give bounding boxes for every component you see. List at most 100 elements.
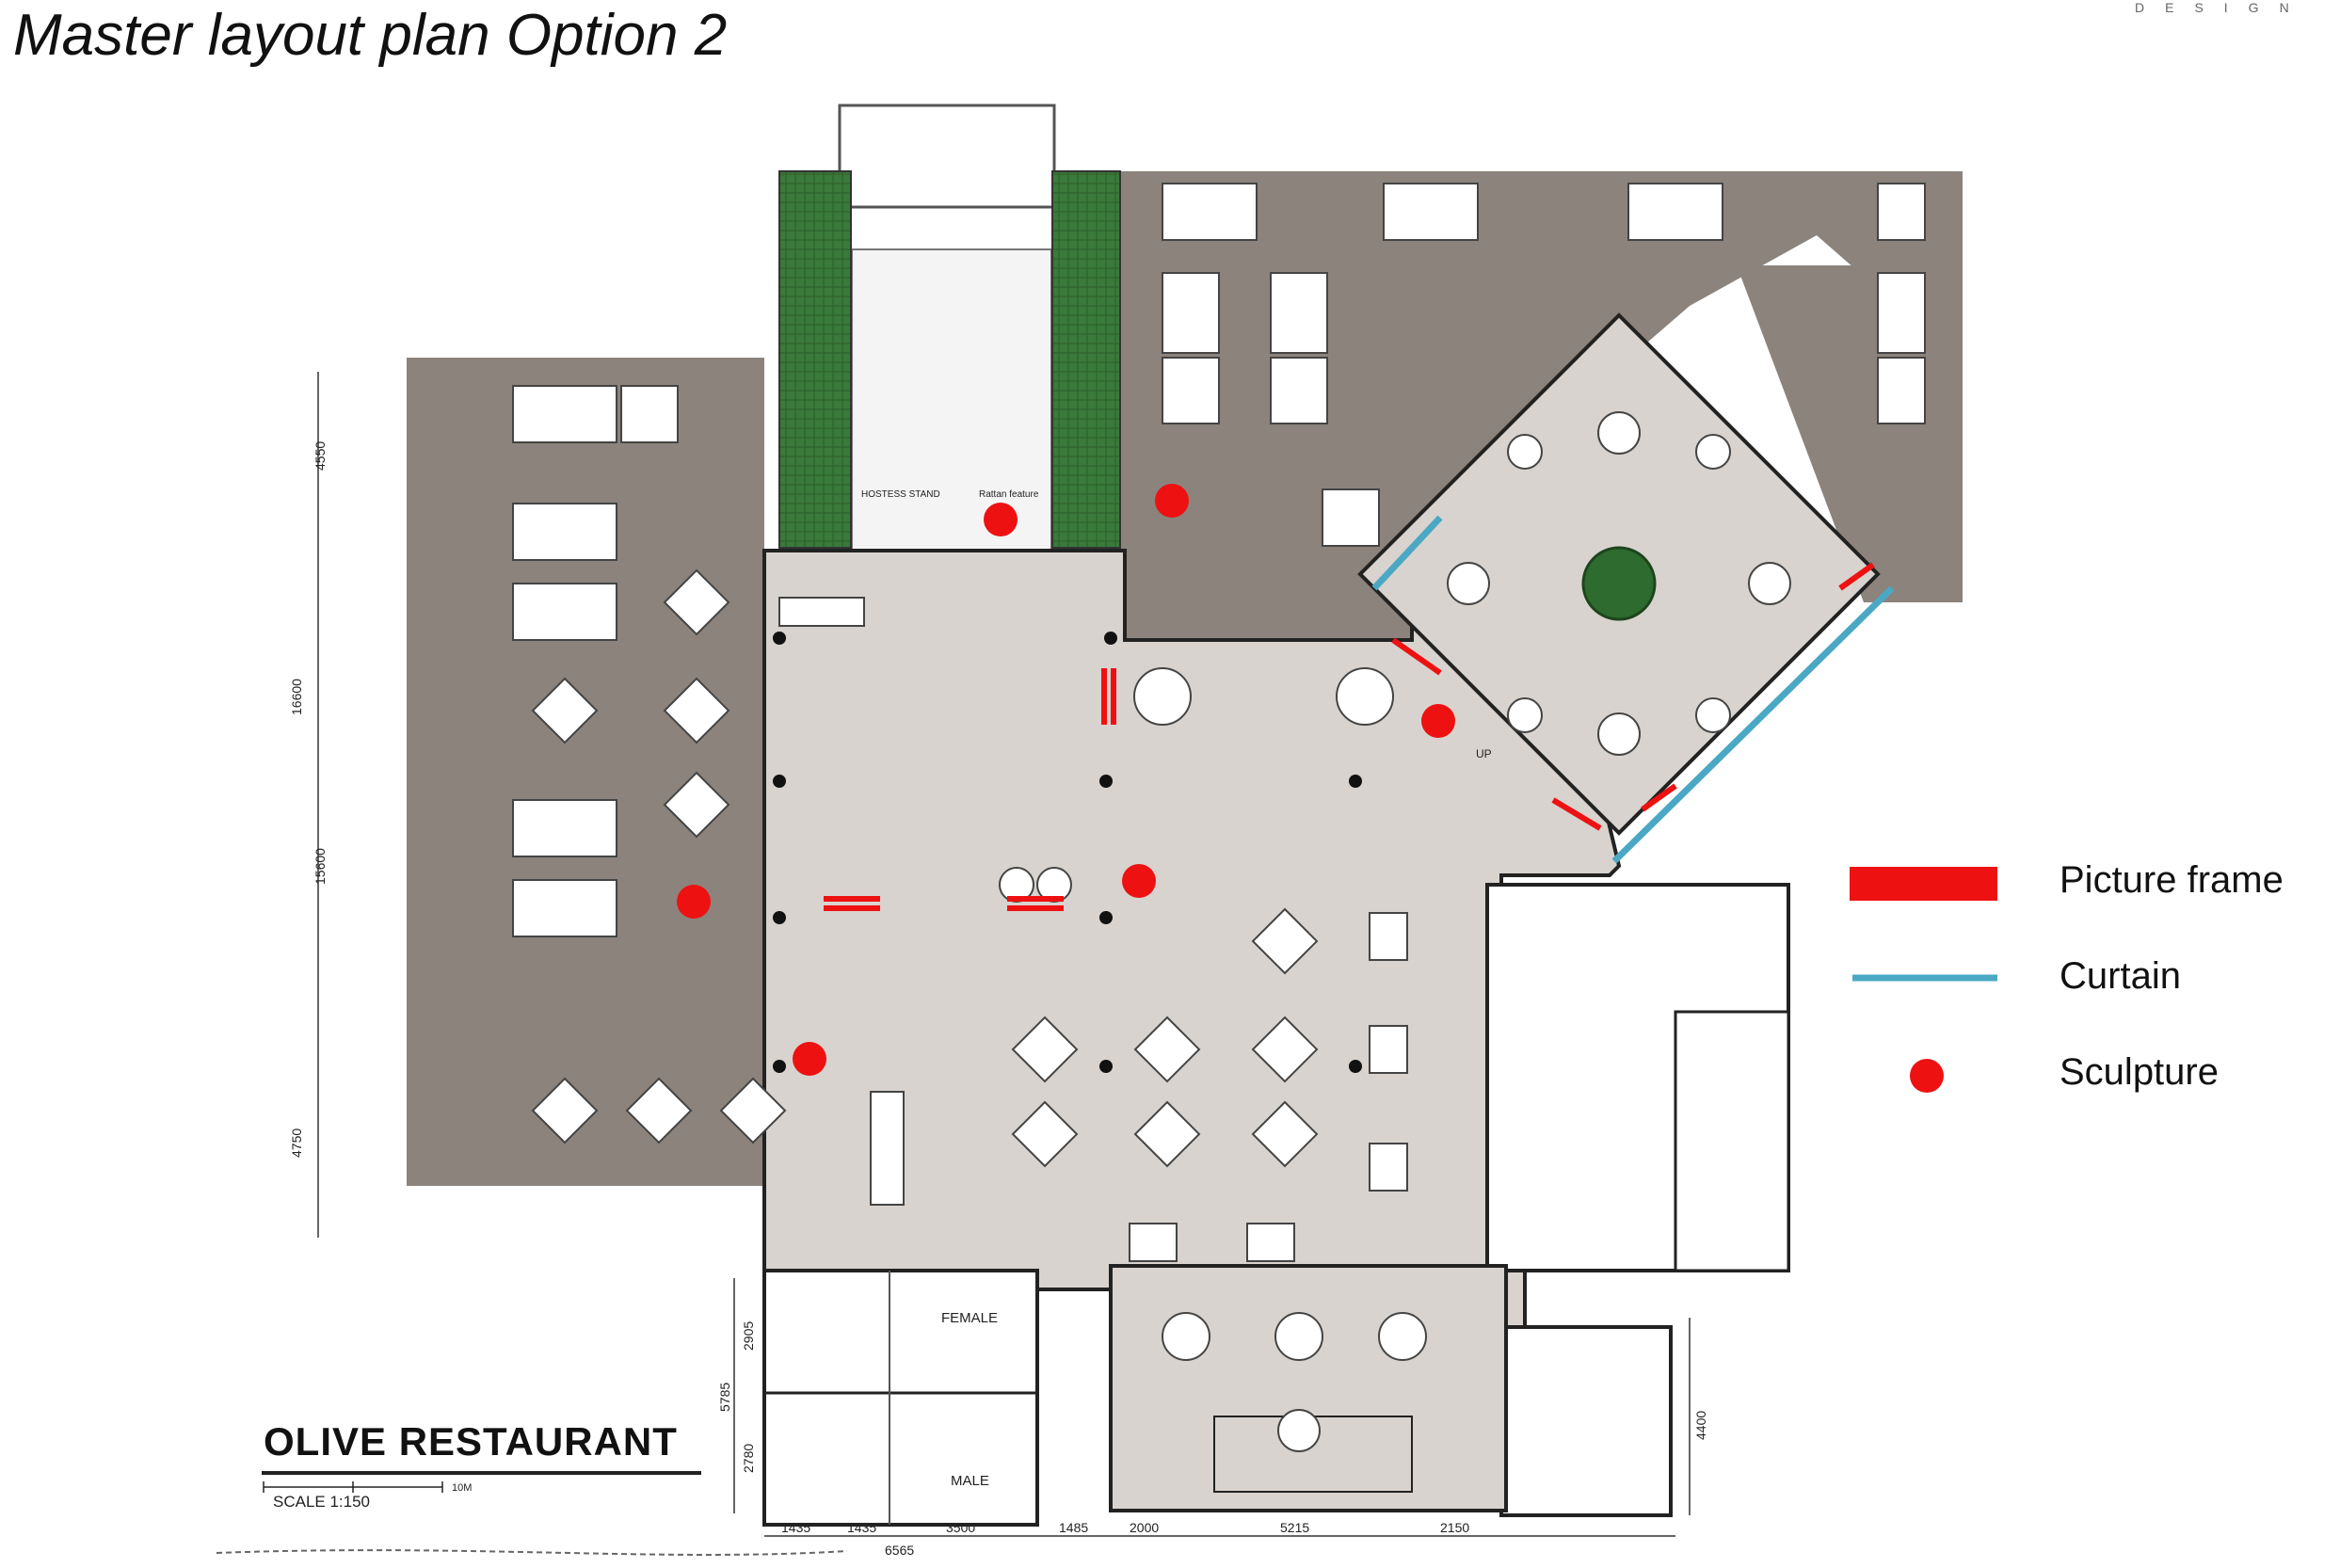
sculpture	[793, 1042, 826, 1076]
table	[1322, 488, 1380, 547]
table	[512, 799, 617, 857]
kitchen-east	[1674, 1010, 1790, 1272]
table	[870, 1091, 905, 1206]
table	[512, 583, 617, 641]
column	[1349, 775, 1362, 788]
table	[1877, 272, 1926, 354]
restaurant-name: OLIVE RESTAURANT	[264, 1419, 678, 1464]
table	[1695, 434, 1731, 470]
dim-left-1: 4550	[313, 441, 328, 471]
column	[1099, 1060, 1113, 1073]
table-group	[512, 183, 1926, 1452]
legend-label-curtain: Curtain	[2060, 955, 2181, 997]
dim-bottom-label: 1435	[847, 1520, 876, 1535]
table	[663, 568, 730, 636]
dim-bottom-label: 3500	[946, 1520, 975, 1535]
table	[1133, 667, 1192, 726]
table	[663, 771, 730, 839]
table	[1274, 1312, 1323, 1361]
planter	[1581, 546, 1657, 621]
column	[773, 1060, 786, 1073]
picture-frame	[1838, 562, 1875, 591]
sculpture	[1122, 864, 1156, 898]
table	[1877, 357, 1926, 424]
sculpture	[1155, 484, 1189, 518]
table	[1011, 1016, 1079, 1083]
column	[1099, 775, 1113, 788]
table	[531, 1077, 599, 1144]
sculpture-group	[677, 484, 1455, 1076]
table	[1277, 1409, 1321, 1452]
column	[1099, 911, 1113, 924]
entrance-court	[851, 248, 1052, 552]
table	[1507, 434, 1543, 470]
sculpture	[984, 503, 1018, 536]
column	[773, 632, 786, 645]
dim-bottom-label: 5215	[1280, 1520, 1309, 1535]
dim-toilet-1: 2905	[741, 1321, 756, 1351]
sculpture	[677, 885, 711, 919]
table	[1383, 183, 1479, 241]
table	[1162, 183, 1258, 241]
table	[1877, 183, 1926, 241]
dim-bottom-label: 2000	[1130, 1520, 1159, 1535]
scale-bar	[262, 1471, 701, 1493]
picture-frame	[1551, 797, 1602, 831]
table	[1369, 912, 1408, 961]
dim-toilet-2: 5785	[717, 1383, 732, 1412]
column	[1349, 1060, 1362, 1073]
table	[1695, 697, 1731, 733]
table	[1246, 1223, 1295, 1262]
table	[1129, 1223, 1178, 1262]
legend-sculpture-swatch	[1910, 1059, 1944, 1093]
table	[620, 385, 679, 443]
female-label: FEMALE	[941, 1310, 998, 1326]
picture-frame	[1641, 783, 1677, 812]
table	[1447, 562, 1490, 605]
table	[778, 597, 865, 627]
dim-left-3: 15600	[313, 848, 328, 885]
page-title: Master layout plan Option 2	[13, 3, 728, 68]
table	[1270, 357, 1328, 424]
dim-left-2: 16600	[289, 679, 304, 715]
table	[1251, 1100, 1319, 1168]
table	[1369, 1143, 1408, 1192]
table	[1251, 1016, 1319, 1083]
site-boundary	[216, 1549, 848, 1556]
legend-picture-frame-swatch	[1850, 867, 1997, 901]
table	[512, 385, 617, 443]
scale-bar-end: 10M	[452, 1482, 472, 1494]
dim-bottom-label: 1435	[781, 1520, 810, 1535]
dim-toilet-3: 2780	[741, 1444, 756, 1473]
table	[1011, 1100, 1079, 1168]
hostess-stand-label: HOSTESS STAND	[861, 489, 940, 500]
dim-bottom-label: 6565	[885, 1543, 914, 1558]
table	[1162, 1312, 1210, 1361]
table	[1336, 667, 1394, 726]
curtain	[1371, 515, 1443, 591]
brand-mark: DESIGN	[2135, 0, 2310, 15]
table	[512, 879, 617, 937]
dim-right-1: 4400	[1693, 1411, 1708, 1440]
curtain-group	[1371, 515, 1895, 864]
rattan-feature-label: Rattan feature	[979, 489, 1039, 500]
column	[1104, 632, 1117, 645]
west-terrace	[407, 358, 764, 1186]
sculpture	[1421, 704, 1455, 738]
legend-label-picture-frame: Picture frame	[2060, 859, 2284, 901]
table	[531, 677, 599, 744]
table	[1748, 562, 1791, 605]
legend-label-sculpture: Sculpture	[2060, 1051, 2219, 1093]
table	[1597, 411, 1641, 455]
male-label: MALE	[951, 1473, 989, 1489]
table	[625, 1077, 693, 1144]
hedge-left	[778, 170, 852, 549]
scale-label: SCALE 1:150	[273, 1493, 371, 1511]
table	[719, 1077, 787, 1144]
entrance-canopy	[838, 104, 1056, 209]
table	[1627, 183, 1723, 241]
hedge-right	[1051, 170, 1121, 549]
table	[1251, 907, 1319, 975]
column	[773, 775, 786, 788]
